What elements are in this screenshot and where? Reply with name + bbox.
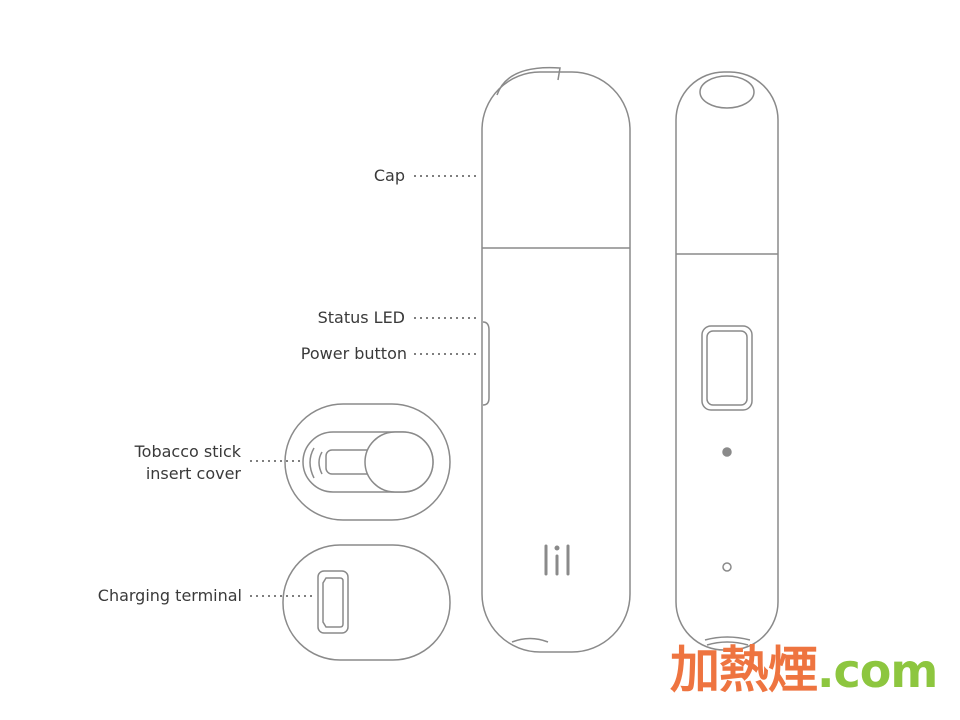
label-insert-cover-1: Tobacco stick <box>134 442 241 461</box>
lil-logo <box>544 544 570 576</box>
charging-terminal-detail <box>282 544 451 661</box>
top-button <box>699 75 755 109</box>
watermark-domain: .com <box>817 644 938 698</box>
label-power-button: Power button <box>300 344 407 363</box>
watermark-logo: 加熱煙.com <box>670 640 938 701</box>
device-body-front <box>675 71 779 651</box>
label-charging-terminal: Charging terminal <box>97 586 242 605</box>
bottom-detail <box>511 637 549 643</box>
power-button-front-inner <box>706 330 748 406</box>
insert-cover-detail <box>284 403 451 521</box>
power-button-front-outer <box>701 325 753 411</box>
device-front-view <box>675 71 779 651</box>
label-status-led: Status LED <box>317 308 405 327</box>
device-body-side <box>481 71 631 653</box>
watermark-chinese: 加熱煙 <box>670 641 818 699</box>
power-button-side <box>482 321 490 406</box>
bottom-clip <box>704 636 751 646</box>
label-insert-cover-2: insert cover <box>145 464 241 483</box>
device-side-view <box>481 66 631 653</box>
leader-lines <box>250 175 480 597</box>
status-led-dot <box>722 447 732 457</box>
label-cap: Cap <box>373 166 405 185</box>
hollow-indicator <box>722 562 732 572</box>
